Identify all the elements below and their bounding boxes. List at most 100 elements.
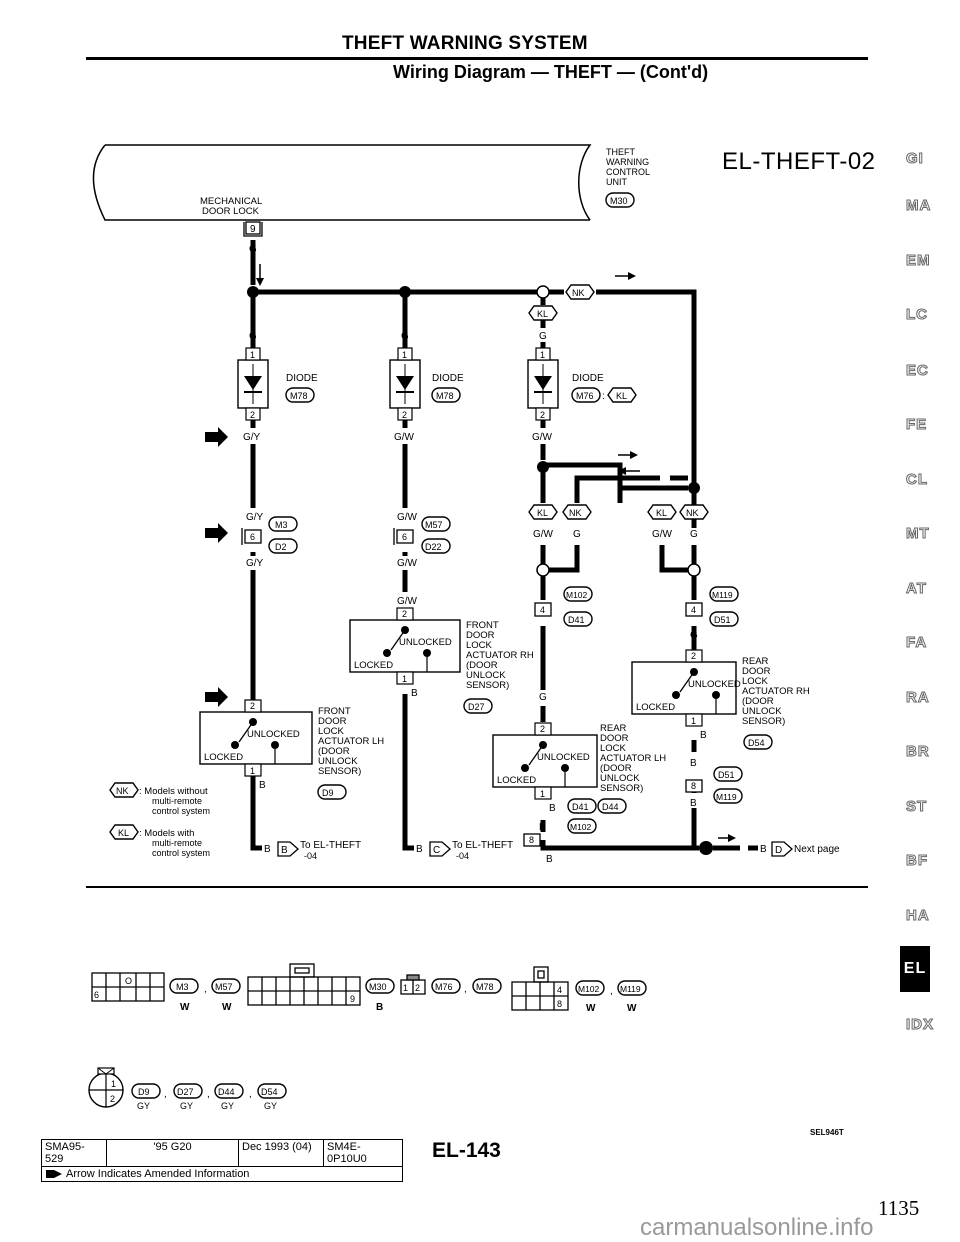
actuator-name-line: UNLOCK bbox=[742, 706, 782, 717]
junction-connector-m102-d41: 4 M102 D41 bbox=[534, 586, 593, 627]
side-tab-at[interactable]: AT bbox=[906, 580, 927, 598]
svg-text:D54: D54 bbox=[261, 1087, 278, 1097]
side-tab-gi[interactable]: GI bbox=[906, 150, 924, 168]
side-tab-em[interactable]: EM bbox=[906, 252, 931, 270]
side-tab-ec[interactable]: EC bbox=[906, 362, 929, 380]
svg-text::: : bbox=[602, 391, 605, 402]
footer-doc-id: SMA95-529 bbox=[42, 1140, 107, 1166]
pin-label: 2 bbox=[540, 724, 545, 734]
connector-badge: D27 bbox=[463, 698, 493, 714]
svg-text:M119: M119 bbox=[716, 792, 737, 802]
wire-label: B bbox=[411, 688, 418, 699]
actuator-name-line: DOOR bbox=[466, 630, 495, 641]
svg-text:M3: M3 bbox=[275, 520, 288, 530]
side-tab-st[interactable]: ST bbox=[905, 798, 928, 816]
svg-text:To EL-THEFT: To EL-THEFT bbox=[300, 840, 361, 851]
svg-text:6: 6 bbox=[402, 532, 407, 542]
svg-text:C: C bbox=[433, 845, 440, 856]
svg-text:KL: KL bbox=[118, 828, 129, 838]
side-tab-lc[interactable]: LC bbox=[906, 306, 928, 324]
svg-text:1: 1 bbox=[403, 983, 408, 993]
wire-label: G/Y bbox=[243, 432, 261, 443]
svg-text:D54: D54 bbox=[748, 738, 765, 748]
diode-label: DIODE bbox=[286, 373, 318, 384]
side-tab-cl[interactable]: CL bbox=[906, 471, 928, 489]
pin-box bbox=[534, 786, 552, 800]
watermark: carmanualsonline.info bbox=[640, 1214, 874, 1241]
svg-text:9: 9 bbox=[350, 994, 355, 1004]
cu-label-4: UNIT bbox=[606, 177, 627, 187]
legend-kl: KL : Models with multi-remote control sy… bbox=[109, 824, 210, 858]
side-tab-idx[interactable]: IDX bbox=[905, 1016, 935, 1034]
svg-text:NK: NK bbox=[569, 508, 582, 518]
side-tab-fe[interactable]: FE bbox=[905, 416, 928, 434]
switch-contact bbox=[231, 741, 239, 749]
side-tab-mt[interactable]: MT bbox=[906, 525, 930, 543]
connector-view-m3-m57: O 6 M3 W , M57 W bbox=[91, 972, 241, 1013]
wire-label: G/W bbox=[397, 512, 418, 523]
side-tab-ma[interactable]: MA bbox=[905, 197, 932, 215]
pin-label: 1 bbox=[691, 716, 696, 726]
pin-label: 1 bbox=[540, 789, 545, 799]
splice-dot bbox=[537, 461, 549, 473]
svg-text:M3: M3 bbox=[176, 982, 189, 992]
svg-text:6: 6 bbox=[250, 532, 255, 542]
actuator-name-line: SENSOR) bbox=[466, 680, 509, 691]
ref-d-next-page[interactable]: B D Next page bbox=[760, 841, 840, 857]
svg-text:control system: control system bbox=[152, 848, 210, 858]
actuator-name-line: SENSOR) bbox=[742, 716, 785, 727]
splice-open bbox=[687, 563, 701, 577]
cu-label-2: WARNING bbox=[606, 157, 649, 167]
svg-text:,: , bbox=[164, 1089, 167, 1100]
svg-text:-04: -04 bbox=[456, 851, 469, 861]
option-badge-nk: NK bbox=[565, 284, 595, 300]
actuator-name-line: REAR bbox=[742, 656, 769, 667]
side-tab-fa[interactable]: FA bbox=[905, 634, 928, 652]
svg-text:4: 4 bbox=[557, 985, 562, 995]
svg-text:W: W bbox=[586, 1003, 596, 1014]
wire-label: G/W bbox=[394, 432, 415, 443]
figure-id: SEL946T bbox=[810, 1128, 844, 1137]
side-tab-bf[interactable]: BF bbox=[906, 852, 928, 870]
svg-text:,: , bbox=[249, 1089, 252, 1100]
pin-box bbox=[685, 713, 703, 727]
wire-label: G/W bbox=[397, 596, 418, 607]
diagram-code: EL-THEFT-02 bbox=[722, 148, 876, 175]
page-code: EL-143 bbox=[432, 1139, 501, 1162]
svg-text:M102: M102 bbox=[566, 590, 588, 600]
side-tab-ra[interactable]: RA bbox=[906, 689, 930, 707]
svg-text:D41: D41 bbox=[568, 615, 585, 625]
svg-text:: Models without: : Models without bbox=[139, 786, 208, 797]
option-badge-kl: KL bbox=[528, 305, 558, 321]
connector-badge: M78 bbox=[431, 387, 461, 403]
svg-text:: Models with: : Models with bbox=[139, 828, 194, 839]
actuator-name-line: ACTUATOR LH bbox=[318, 736, 384, 747]
actuator-name-line: UNLOCK bbox=[600, 773, 640, 784]
side-tab-ha[interactable]: HA bbox=[906, 907, 930, 925]
pin-box bbox=[396, 671, 414, 685]
option-badge-nk: NK bbox=[679, 504, 709, 520]
svg-text:D9: D9 bbox=[322, 788, 334, 798]
pin-box bbox=[244, 699, 262, 713]
wire-label: G/W bbox=[532, 432, 553, 443]
svg-text:M78: M78 bbox=[436, 391, 454, 401]
wire-label: G bbox=[690, 630, 698, 641]
amended-arrow-icon bbox=[205, 687, 228, 707]
connector-view-m102-m119: 4 8 M102 W , M119 W bbox=[511, 966, 647, 1014]
side-tab-el-active[interactable]: EL bbox=[900, 946, 930, 992]
mech-lock-label-1: MECHANICAL bbox=[200, 196, 262, 207]
connector-badge-m30: M30 bbox=[605, 192, 635, 208]
page-number: 1135 bbox=[878, 1196, 920, 1220]
svg-text:,: , bbox=[464, 984, 467, 995]
diode-label: DIODE bbox=[572, 373, 604, 384]
actuator-name-line: SENSOR) bbox=[318, 766, 361, 777]
wire-label: B bbox=[690, 798, 697, 809]
pin-box bbox=[244, 763, 262, 777]
side-tab-br[interactable]: BR bbox=[906, 743, 930, 761]
svg-text:B: B bbox=[376, 1002, 383, 1013]
svg-text:9: 9 bbox=[250, 224, 256, 235]
svg-text:M119: M119 bbox=[620, 984, 641, 994]
svg-text:,: , bbox=[207, 1089, 210, 1100]
